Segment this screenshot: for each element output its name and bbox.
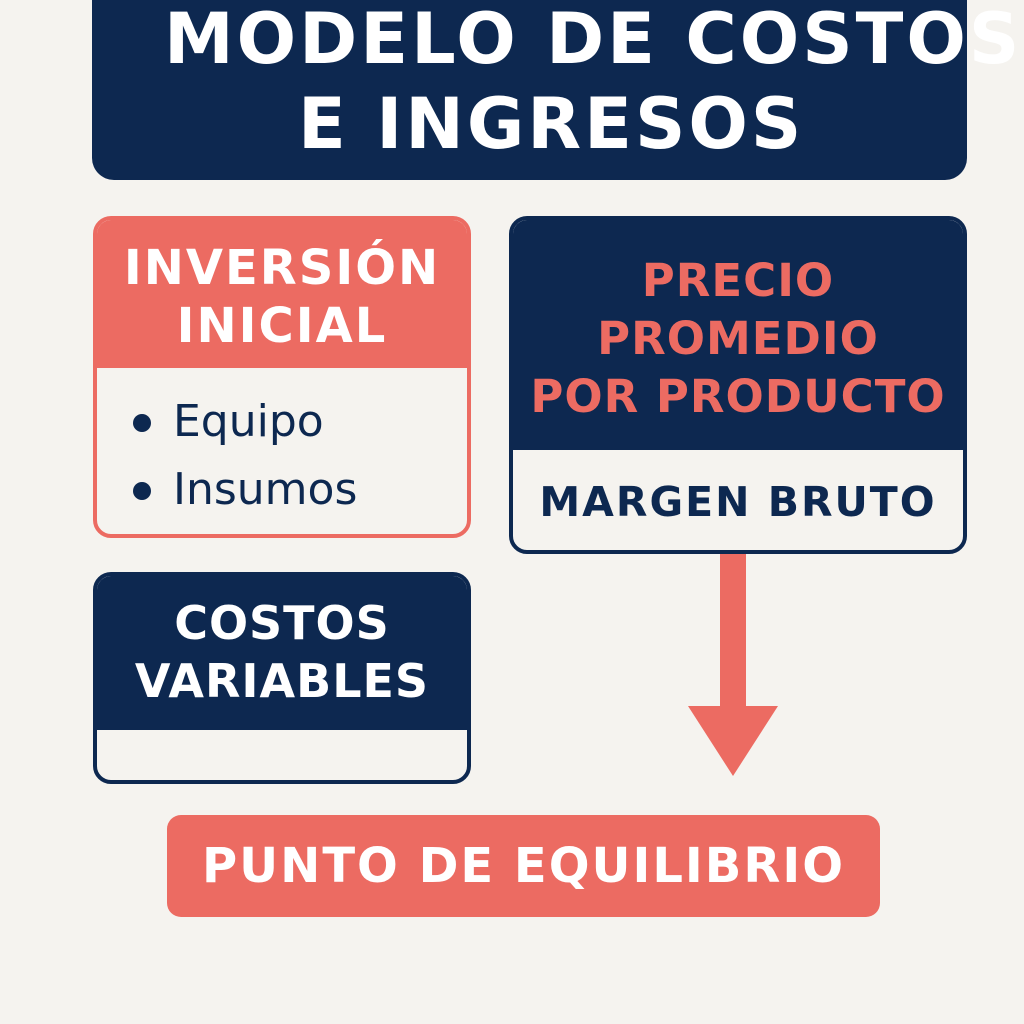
title-banner: MODELO DE COSTOS E INGRESOS	[92, 0, 1019, 180]
costos-title-line-1: COSTOS	[174, 596, 390, 650]
list-item: Insumos	[129, 456, 357, 524]
inversion-item-label: Insumos	[173, 464, 358, 515]
inversion-items-list: Equipo Insumos	[129, 388, 357, 524]
precio-title-line-3: POR PRODUCTO	[530, 370, 946, 423]
precio-title-line-2: PROMEDIO	[597, 312, 879, 365]
inversion-header: INVERSIÓN INICIAL	[97, 220, 467, 368]
inversion-item-label: Equipo	[173, 396, 324, 447]
margen-bruto-label: MARGEN BRUTO	[539, 478, 937, 526]
precio-header: PRECIO PROMEDIO POR PRODUCTO	[513, 220, 963, 450]
inversion-title-line-1: INVERSIÓN	[123, 240, 441, 296]
bullet-icon	[133, 414, 151, 432]
costos-header: COSTOS VARIABLES	[97, 576, 467, 730]
precio-title-line-1: PRECIO	[641, 254, 835, 307]
down-arrow-icon	[688, 554, 778, 776]
title-line-2: E INGRESOS	[298, 83, 805, 165]
inversion-inicial-box: INVERSIÓN INICIAL Equipo Insumos	[93, 216, 471, 538]
list-item: Equipo	[129, 388, 357, 456]
precio-promedio-box: PRECIO PROMEDIO POR PRODUCTO MARGEN BRUT…	[509, 216, 967, 554]
title-line-1: MODELO DE COSTOS	[164, 0, 1023, 80]
costos-title-line-2: VARIABLES	[134, 654, 430, 708]
costos-variables-box: COSTOS VARIABLES	[93, 572, 471, 784]
inversion-title-line-2: INICIAL	[176, 298, 388, 354]
punto-de-equilibrio-box: PUNTO DE EQUILIBRIO	[167, 815, 880, 917]
bullet-icon	[133, 482, 151, 500]
